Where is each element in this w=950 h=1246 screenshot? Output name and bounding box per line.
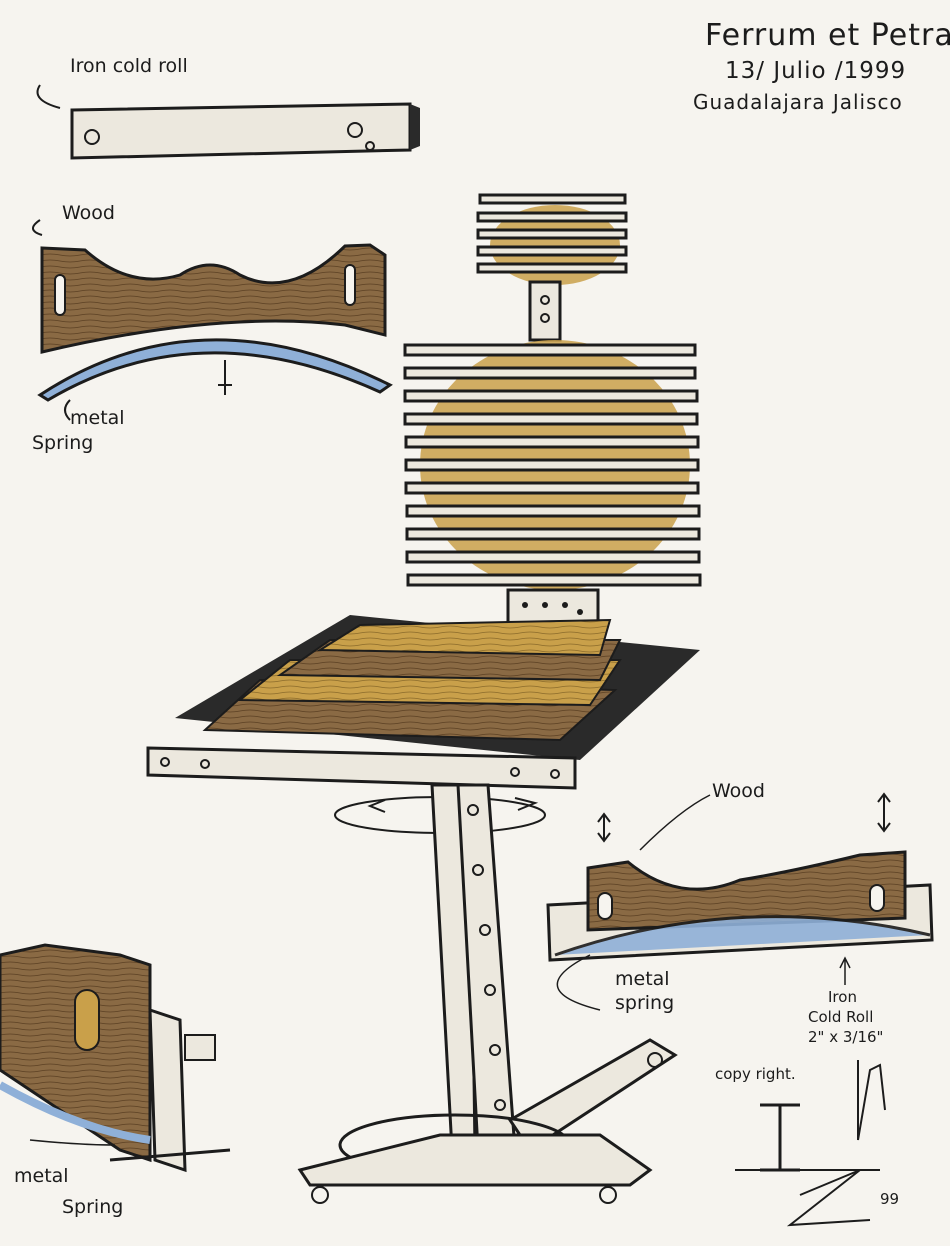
label-metal-spring-right-1: metal <box>615 968 670 990</box>
label-iron-right-1: Iron <box>828 988 857 1006</box>
label-iron-right-3: 2" x 3/16" <box>808 1028 884 1046</box>
wood-block-left <box>32 219 387 354</box>
sketch-place: Guadalajara Jalisco <box>693 90 903 114</box>
label-iron-right-2: Cold Roll <box>808 1008 874 1026</box>
iron-cold-roll-bar <box>36 84 420 160</box>
column-and-base <box>297 783 678 1204</box>
label-metal-spring-right-2: spring <box>615 992 675 1014</box>
label-metal-spring-bottom-1: metal <box>14 1165 69 1187</box>
bottom-left-detail <box>0 943 231 1173</box>
sketch-date: 13/ Julio /1999 <box>725 58 907 84</box>
headrest-stack <box>476 193 628 342</box>
label-wood-right: Wood <box>712 780 765 802</box>
year-mark: 99 <box>880 1190 900 1208</box>
backrest-stack <box>403 340 702 630</box>
metal-spring-left <box>37 338 393 421</box>
label-iron-cold-roll-top: Iron cold roll <box>70 55 188 77</box>
label-metal-spring-bottom-2: Spring <box>62 1196 124 1218</box>
wood-block-right <box>546 792 934 1011</box>
label-metal-spring-left-2: Spring <box>32 432 94 454</box>
label-wood-left: Wood <box>62 202 115 224</box>
copyright-note: copy right. <box>715 1065 796 1083</box>
signature-mark <box>735 1060 886 1227</box>
label-metal-spring-left-1: metal <box>70 407 125 429</box>
seat <box>146 615 700 790</box>
sketch-title: Ferrum et Petra <box>705 18 950 53</box>
